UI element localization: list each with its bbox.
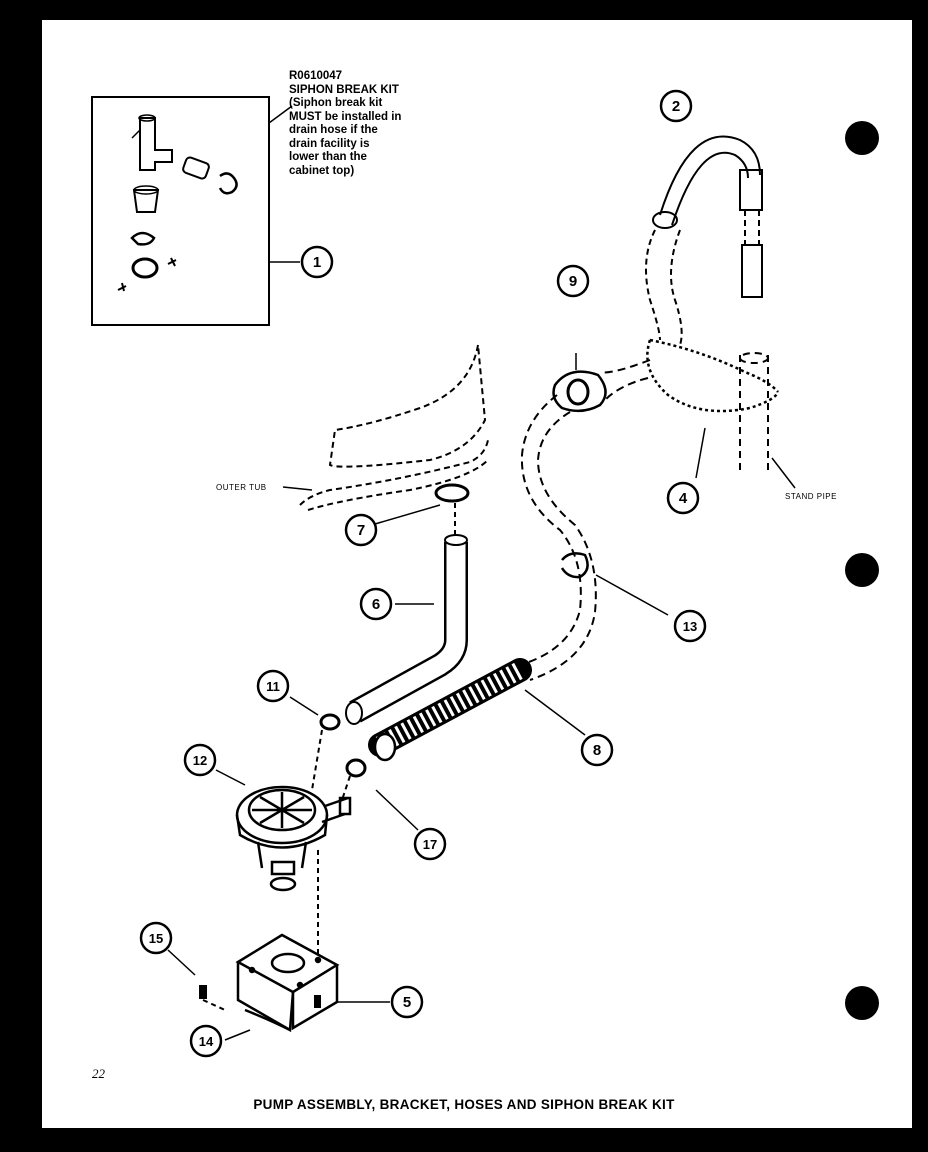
callout-5: 5 xyxy=(403,994,411,1011)
callout-12: 12 xyxy=(193,753,207,768)
callout-4: 4 xyxy=(679,490,688,507)
kit-part-number: R0610047 xyxy=(289,70,343,82)
callout-circle-14 xyxy=(189,1024,223,1058)
callout-15: 15 xyxy=(149,931,163,946)
callout-numbers: 1 2 4 5 6 7 8 9 11 12 13 14 15 17 xyxy=(149,98,697,1049)
callout-11: 11 xyxy=(266,679,280,694)
kit-note-line: MUST be installed in xyxy=(289,110,402,123)
diagram-caption: PUMP ASSEMBLY, BRACKET, HOSES AND SIPHON… xyxy=(253,1097,675,1112)
callout-circle-15 xyxy=(139,921,173,955)
callout-17: 17 xyxy=(423,837,437,852)
kit-note-line: drain hose if the xyxy=(289,124,378,136)
kit-note-line: drain facility is xyxy=(289,137,370,150)
binder-hole-bottom xyxy=(845,986,879,1020)
callout-circle-11 xyxy=(256,669,290,703)
callout-13: 13 xyxy=(683,619,697,634)
siphon-break-kit-box xyxy=(91,96,300,326)
outer-tub-label: OUTER TUB xyxy=(216,483,267,492)
stand-pipe-label: STAND PIPE xyxy=(785,492,837,501)
callouts xyxy=(139,89,707,1058)
callout-circle-9 xyxy=(556,264,590,298)
callout-circle-1 xyxy=(300,245,334,279)
diagram-sheet xyxy=(42,20,912,1128)
callout-circle-2 xyxy=(659,89,693,123)
callout-circle-5 xyxy=(390,985,424,1019)
binder-hole-top xyxy=(845,121,879,155)
callout-circle-13 xyxy=(673,609,707,643)
callout-circle-6 xyxy=(359,587,393,621)
bracket-part-14 xyxy=(224,933,340,1041)
corrugated-hose-part-8 xyxy=(368,658,586,762)
callout-8: 8 xyxy=(593,742,601,759)
screw-part-15 xyxy=(167,949,226,1011)
screw-part-5 xyxy=(314,995,390,1008)
binder-hole-middle xyxy=(845,553,879,587)
hose-guide-part-9 xyxy=(552,353,607,413)
callout-circle-17 xyxy=(413,827,447,861)
callout-circle-7 xyxy=(344,513,378,547)
tub-to-pump-hose-part-6 xyxy=(345,534,468,725)
callout-14: 14 xyxy=(199,1034,214,1049)
kit-note-line: cabinet top) xyxy=(289,164,355,177)
drain-hose-path xyxy=(519,359,651,681)
callout-7: 7 xyxy=(357,522,365,539)
kit-title: SIPHON BREAK KIT xyxy=(289,83,399,96)
hose-clip-part-13 xyxy=(560,552,669,616)
callout-1: 1 xyxy=(313,254,321,271)
callout-circle-8 xyxy=(580,733,614,767)
callout-circle-4 xyxy=(666,481,700,515)
callout-circle-12 xyxy=(183,743,217,777)
callout-2: 2 xyxy=(672,98,680,115)
callout-6: 6 xyxy=(372,596,380,613)
siphon-hose-part-2 xyxy=(645,135,763,346)
clamp-part-7 xyxy=(374,483,470,535)
pump-part-12 xyxy=(215,769,352,955)
hose-holder-part-4 xyxy=(646,338,780,413)
clamp-part-11 xyxy=(289,696,341,791)
page-number: 22 xyxy=(92,1066,105,1081)
callout-9: 9 xyxy=(569,273,577,290)
clamp-part-17 xyxy=(341,758,419,831)
outer-tub xyxy=(299,344,489,511)
siphon-kit-note: R0610047 SIPHON BREAK KIT (Siphon break … xyxy=(289,70,401,178)
stand-pipe xyxy=(739,352,769,475)
kit-note-line: lower than the xyxy=(289,151,367,163)
kit-note-line: (Siphon break kit xyxy=(289,97,383,109)
